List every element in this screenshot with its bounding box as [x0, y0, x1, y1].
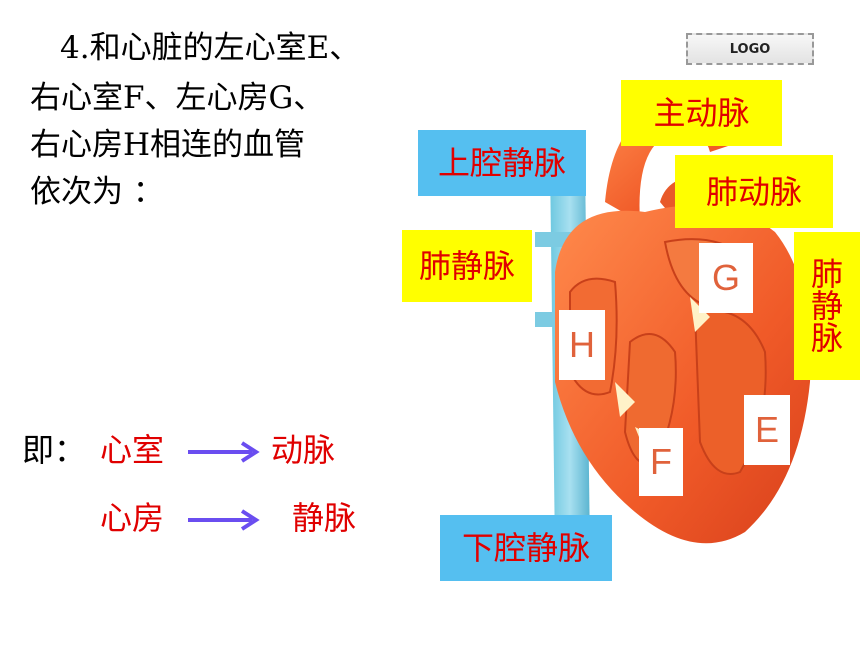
label-inferior-vena-cava: 下腔静脉 — [440, 515, 612, 581]
label-pulmonary-vein-right-char-2: 静 — [810, 287, 843, 325]
label-pulmonary-vein-left: 肺静脉 — [402, 230, 532, 302]
chamber-label-h: H — [559, 310, 605, 380]
rule-prefix: 即： — [22, 431, 87, 469]
rule-row1-to: 动脉 — [271, 431, 336, 469]
label-superior-vena-cava: 上腔静脉 — [418, 130, 586, 196]
label-pulmonary-vein-right: 肺 静 脉 — [794, 232, 860, 380]
question-line-4: 依次为 ： — [30, 174, 164, 210]
rule-row2-to: 静脉 — [292, 499, 357, 537]
label-pulmonary-artery: 肺动脉 — [675, 155, 833, 228]
arrow-icon — [188, 441, 260, 463]
question-line-1: 4.和心脏的左心室E、 — [60, 30, 361, 66]
chamber-label-g: G — [699, 243, 753, 313]
rule-row1-from: 心室 — [100, 431, 165, 469]
question-line-3: 右心房H相连的血管 — [30, 127, 306, 163]
label-pulmonary-vein-right-char-3: 脉 — [810, 319, 843, 357]
arrow-icon — [188, 509, 260, 531]
question-line-2: 右心室F、左心房G、 — [30, 80, 325, 116]
rule-row2-from: 心房 — [100, 499, 165, 537]
label-aorta: 主动脉 — [621, 80, 782, 146]
chamber-label-f: F — [639, 428, 683, 496]
label-pulmonary-vein-right-char-1: 肺 — [810, 255, 843, 293]
logo-placeholder: LOGO — [686, 33, 814, 65]
chamber-label-e: E — [744, 395, 790, 465]
